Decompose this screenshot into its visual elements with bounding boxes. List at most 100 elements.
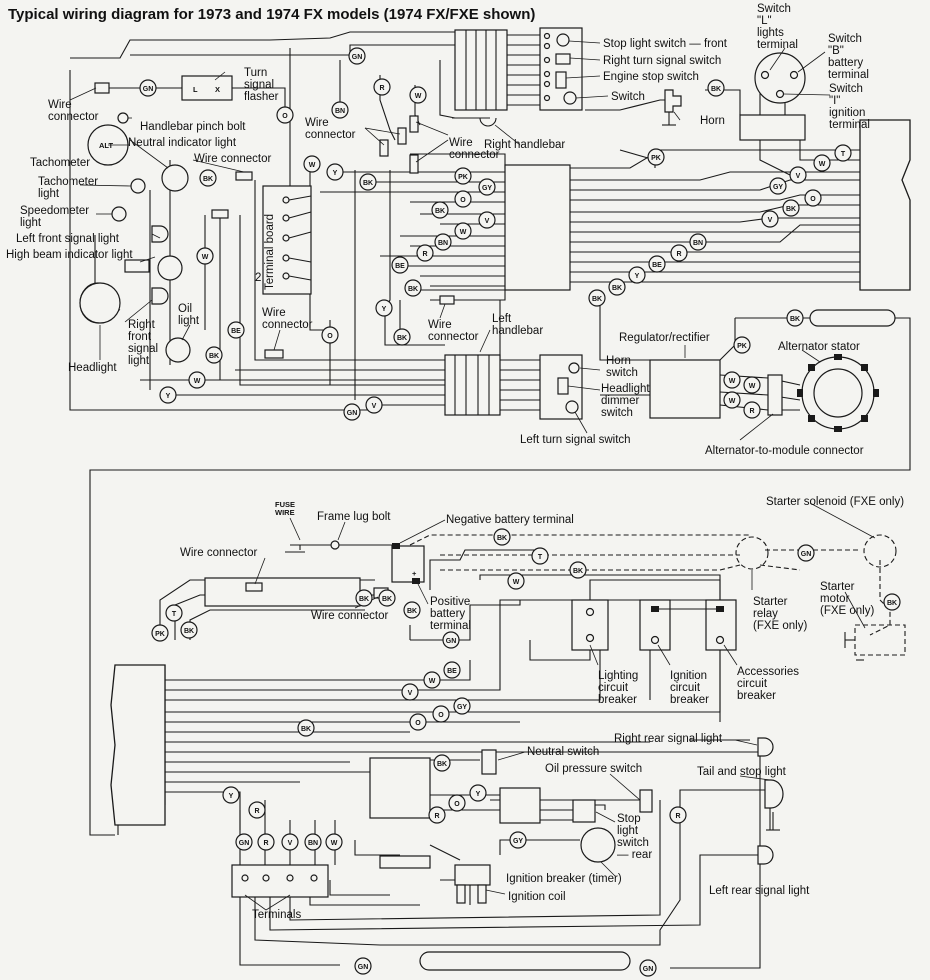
wire-connector-center [439, 295, 455, 305]
svg-text:W: W [429, 678, 436, 685]
wire-tag: BK [199, 169, 217, 187]
svg-text:BK: BK [612, 285, 622, 292]
wire-connector-mid [235, 171, 253, 181]
wire-connector-lower [264, 349, 284, 359]
wire-connector-right-a [409, 154, 419, 174]
right-turn-signal-switch [555, 53, 571, 65]
wire-tag: O [804, 189, 822, 207]
svg-text:BK: BK [887, 600, 897, 607]
label-right-turn-signal-switch: Right turn signal switch [603, 55, 721, 67]
svg-text:BK: BK [397, 335, 407, 342]
alt-mark: ALT [99, 141, 113, 150]
svg-text:O: O [282, 113, 288, 120]
oil-light [165, 337, 191, 363]
wire-tag: R [669, 806, 687, 824]
wire-tag: R [743, 401, 761, 419]
wire-tag: O [448, 794, 466, 812]
diagram-title: Typical wiring diagram for 1973 and 1974… [8, 6, 535, 23]
svg-text:BK: BK [786, 206, 796, 213]
stop-light-switch-front [556, 33, 570, 47]
label-high-beam-indicator-light: High beam indicator light [6, 249, 133, 261]
wire-tag: Y [326, 163, 344, 181]
terminal-board-label: Terminal board [264, 214, 276, 290]
label-negative-battery-terminal: Negative battery terminal [446, 514, 574, 526]
svg-text:BK: BK [382, 596, 392, 603]
wire-tag: BK [569, 561, 587, 579]
left-front-signal-light [151, 225, 169, 243]
svg-text:BK: BK [184, 628, 194, 635]
fuse-wire-block [204, 577, 361, 607]
label-left-turn-signal-switch: Left turn signal switch [520, 434, 631, 446]
svg-text:R: R [379, 85, 384, 92]
wire-tag: T [834, 144, 852, 162]
high-beam-lamp [157, 255, 183, 281]
svg-text:GN: GN [358, 964, 369, 971]
wire-tag: R [373, 78, 391, 96]
label-right-handlebar: Right handlebar [484, 139, 565, 151]
svg-text:W: W [309, 162, 316, 169]
ignition-breaker-timer [580, 827, 616, 863]
svg-text:BN: BN [438, 240, 448, 247]
svg-text:GN: GN [801, 551, 812, 558]
left-turn-signal-switch [565, 400, 579, 414]
label-right-rear-signal-light: Right rear signal light [614, 733, 723, 745]
svg-text:W: W [749, 383, 756, 390]
left-rear-signal-light [757, 845, 774, 865]
wire-connector-tl [94, 82, 110, 94]
svg-text:BK: BK [437, 761, 447, 768]
wire-tag: GN [797, 544, 815, 562]
wire-connector-right-b [409, 115, 419, 133]
wire-tag: BN [304, 833, 322, 851]
svg-text:PK: PK [737, 343, 747, 350]
high-beam-indicator [124, 259, 150, 273]
wire-tag: BN [689, 233, 707, 251]
svg-text:BE: BE [447, 668, 457, 675]
wire-tag: BK [786, 309, 804, 327]
wire-tag: R [670, 244, 688, 262]
ignition-switch-dial [754, 52, 806, 104]
wire-tag: GY [769, 177, 787, 195]
label-alternator-to-module-connector: Alternator-to-module connector [705, 445, 864, 457]
svg-text:V: V [485, 218, 490, 225]
wire-tag: W [325, 833, 343, 851]
wire-tag: GN [343, 403, 361, 421]
wire-tag: W [743, 376, 761, 394]
label-engine-stop-switch: Engine stop switch [603, 71, 699, 83]
label-wire-connector-battery: Wire connector [311, 610, 389, 622]
svg-text:PK: PK [651, 155, 661, 162]
svg-text:GY: GY [457, 704, 467, 711]
starter-solenoid [863, 534, 897, 568]
svg-text:BK: BK [301, 726, 311, 733]
right-front-signal-light [151, 287, 169, 305]
bottom-cable-tube [419, 951, 631, 971]
svg-text:BK: BK [790, 316, 800, 323]
negative-battery-terminal [392, 543, 400, 549]
label-neutral-indicator-light: Neutral indicator light [128, 137, 237, 149]
wire-tag: W [196, 247, 214, 265]
svg-text:BK: BK [573, 568, 583, 575]
wire-tag: W [423, 671, 441, 689]
label-tail-and-stop-light: Tail and stop light [697, 766, 787, 778]
wire-tag: W [303, 155, 321, 173]
svg-text:GN: GN [643, 966, 654, 973]
right-handlebar-cable-strands [465, 30, 497, 110]
svg-text:R: R [254, 808, 259, 815]
label-stop-light-switch-front: Stop light switch — front [603, 38, 728, 50]
flasher-l-mark: L [193, 85, 198, 94]
label-oil-pressure-switch: Oil pressure switch [545, 763, 642, 775]
svg-text:BE: BE [231, 328, 241, 335]
svg-text:BE: BE [395, 263, 405, 270]
alternator-stator-inner [813, 368, 863, 418]
wire-tag: O [454, 190, 472, 208]
battery-cable-tube [809, 309, 896, 327]
wire-tag: BK [297, 719, 315, 737]
